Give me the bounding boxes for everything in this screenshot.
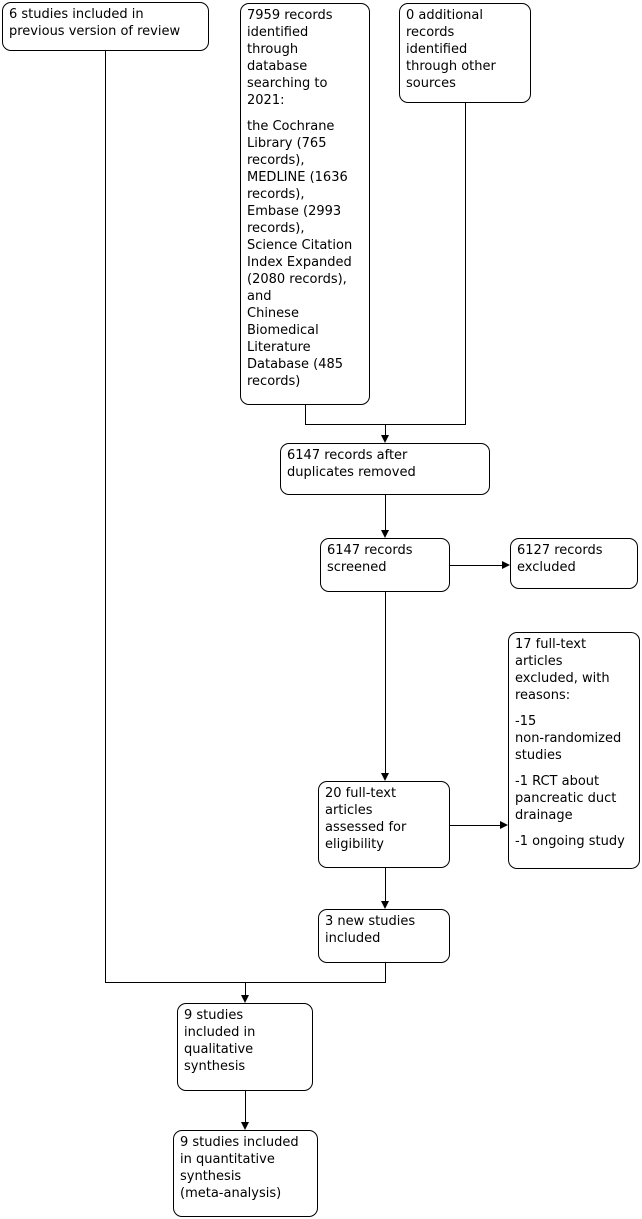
box-text: 6147 records after duplicates removed	[287, 448, 416, 480]
box-text: -1 ongoing study	[515, 834, 625, 849]
flow-box-records-screened: 6147 records screened	[320, 538, 450, 592]
connector-assessed-to-newstudies-line	[385, 868, 386, 902]
arrowhead-down-icon	[241, 1122, 249, 1130]
box-text: 9 studies included in qualitative synthe…	[184, 1008, 256, 1074]
arrowhead-down-icon	[381, 530, 389, 538]
flow-box-fulltext-excluded-with-reasons: 17 full-text articles excluded, with rea…	[508, 632, 640, 869]
connector-to-qualitative-line	[245, 982, 246, 996]
arrowhead-down-icon	[241, 995, 249, 1003]
flow-box-records-excluded: 6127 records excluded	[510, 538, 638, 589]
box-text: 6147 records screened	[327, 543, 413, 575]
box-text: 6 studies included in previous version o…	[9, 7, 181, 39]
arrowhead-down-icon	[381, 901, 389, 909]
box-text: 3 new studies included	[325, 914, 416, 946]
connector-previous-version-down-line	[105, 51, 106, 983]
box-text: 17 full-text articles excluded, with rea…	[515, 637, 610, 703]
box-text: 7959 records identified through database…	[247, 8, 333, 108]
flow-box-fulltext-assessed-eligibility: 20 full-text articles assessed for eligi…	[318, 781, 450, 868]
connector-database-down-line	[305, 405, 306, 424]
connector-qualitative-to-quantitative-line	[245, 1091, 246, 1123]
box-text: 6127 records excluded	[517, 543, 603, 575]
connector-newstudies-down-line	[385, 963, 386, 982]
connector-duplicates-to-screened-line	[385, 495, 386, 531]
flow-box-previous-version-studies: 6 studies included in previous version o…	[2, 2, 209, 51]
connector-other-sources-down-line	[465, 103, 466, 424]
flow-box-new-studies-included: 3 new studies included	[318, 909, 450, 963]
connector-screened-to-assessed-line	[385, 592, 386, 774]
box-text: 20 full-text articles assessed for eligi…	[325, 786, 407, 852]
connector-assessed-to-excluded-line	[450, 825, 501, 826]
flow-box-records-identified-database: 7959 records identified through database…	[240, 3, 370, 405]
flow-box-records-after-duplicates-removed: 6147 records after duplicates removed	[280, 443, 490, 495]
box-text: -15 non-randomized studies	[515, 714, 622, 763]
box-text: 9 studies included in quantitative synth…	[180, 1135, 299, 1201]
flow-box-additional-records-other-sources: 0 additional records identified through …	[399, 3, 531, 103]
box-text: -1 RCT about pancreatic duct drainage	[515, 774, 617, 823]
arrowhead-right-icon	[502, 561, 510, 569]
flow-box-quantitative-synthesis: 9 studies included in quantitative synth…	[173, 1130, 318, 1217]
arrowhead-right-icon	[500, 821, 508, 829]
connector-to-duplicates-line	[385, 424, 386, 436]
flow-box-qualitative-synthesis: 9 studies included in qualitative synthe…	[177, 1003, 313, 1091]
arrowhead-down-icon	[381, 773, 389, 781]
connector-screened-to-excluded-line	[450, 565, 503, 566]
box-text: the Cochrane Library (765 records), MEDL…	[247, 119, 353, 389]
arrowhead-down-icon	[381, 435, 389, 443]
box-text: 0 additional records identified through …	[406, 8, 496, 91]
